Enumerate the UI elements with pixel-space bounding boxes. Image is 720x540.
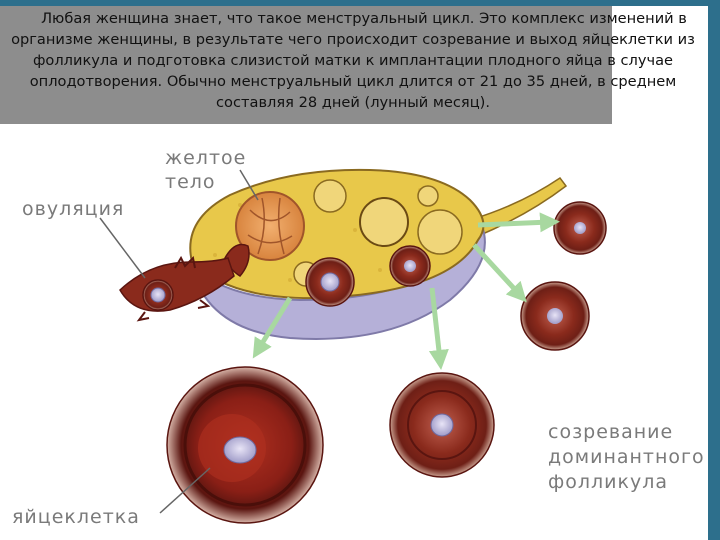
maturing-follicle-bottom [389, 372, 495, 478]
label-maturation-2: доминантного [548, 446, 705, 468]
ovary-follicle-center [305, 257, 355, 307]
label-maturation-1: созревание [548, 421, 674, 443]
large-follicle-bottom-left [166, 366, 324, 524]
leader-lines [99, 169, 259, 514]
ovulation-rupture [119, 243, 250, 322]
caption-box [0, 6, 612, 124]
label-corpus-luteum-2: тело [165, 171, 216, 193]
label-ovulation: овуляция [22, 198, 125, 220]
ovary-follicle-right [389, 245, 431, 287]
caption-text: Любая женщина знает, что такое менструал… [11, 10, 695, 111]
right-follicle-top [553, 201, 607, 255]
small-follicles [293, 179, 463, 287]
label-egg-cell: яйцеклетка [12, 506, 140, 528]
slide-edge-bar [708, 6, 720, 540]
label-corpus-luteum-1: желтое [165, 147, 247, 169]
label-maturation-3: фолликула [548, 471, 669, 493]
header-strip [0, 0, 720, 6]
right-follicle-middle [520, 281, 590, 351]
ovarian-ligament [468, 176, 568, 237]
process-arrows [252, 212, 560, 370]
corpus-luteum [235, 191, 305, 261]
